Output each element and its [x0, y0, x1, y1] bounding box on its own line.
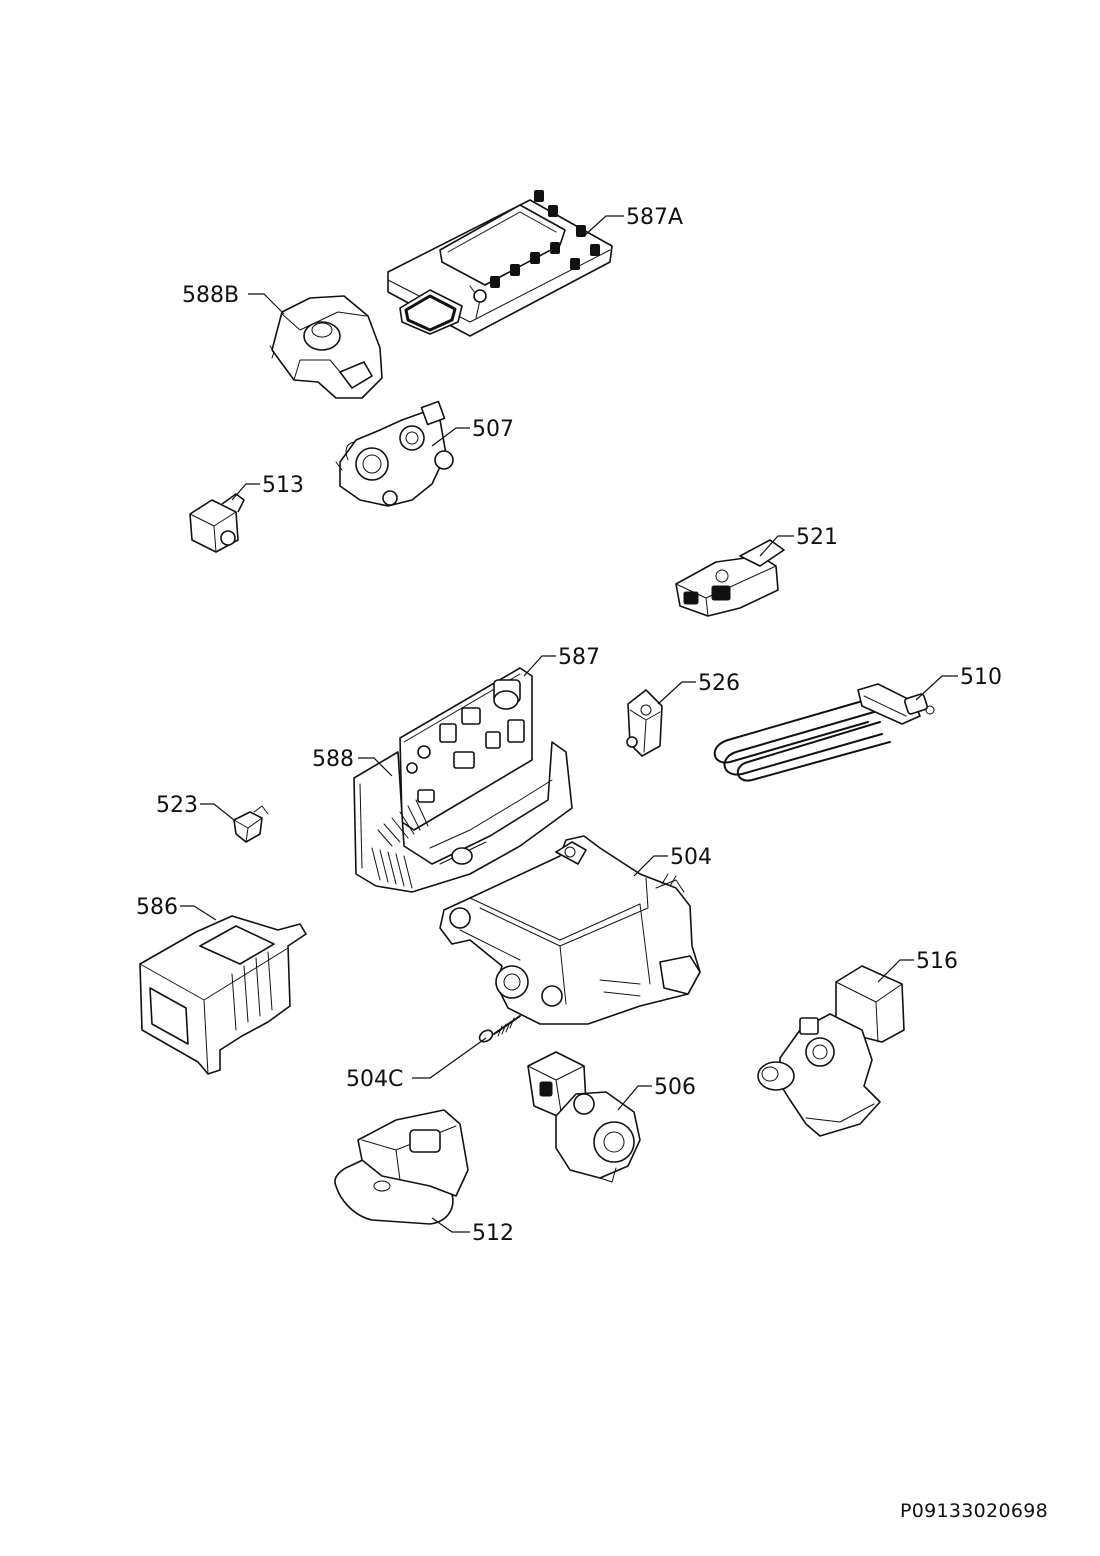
- leader-526: [657, 681, 696, 705]
- part-587A-interface-board: [387, 190, 613, 337]
- leader-512: [431, 1217, 470, 1233]
- part-506-pump: [527, 1051, 641, 1183]
- callout-507: 507: [472, 417, 514, 442]
- leader-513: [231, 483, 260, 501]
- callout-506: 506: [654, 1075, 696, 1100]
- leader-506: [617, 1085, 652, 1111]
- callout-588B: 588B: [182, 283, 239, 308]
- part-521-door-lock: [675, 539, 785, 617]
- leader-587A: [583, 215, 624, 237]
- part-512-filter-cover: [334, 1109, 469, 1225]
- part-516-drain-pump: [757, 965, 905, 1137]
- part-507-inlet-valve: [335, 400, 454, 507]
- callout-510: 510: [960, 665, 1002, 690]
- leader-521: [759, 535, 794, 557]
- callout-504: 504: [670, 845, 712, 870]
- part-523-clip: [233, 805, 269, 843]
- document-id: P09133020698: [899, 1500, 1048, 1522]
- callout-504C: 504C: [346, 1067, 403, 1092]
- leader-lines: [180, 215, 958, 1233]
- callout-labels: 587A 588B 507 513 521 587 526 510 588 52…: [136, 205, 1002, 1246]
- part-504-motor: [439, 835, 701, 1025]
- part-510-heating-element: [713, 683, 935, 782]
- part-587-main-board: [399, 667, 533, 831]
- callout-513: 513: [262, 473, 304, 498]
- callout-516: 516: [916, 949, 958, 974]
- callout-587: 587: [558, 645, 600, 670]
- part-588-board-housing: [353, 741, 573, 893]
- leader-516: [877, 959, 914, 983]
- part-526-bracket: [626, 689, 663, 757]
- leader-504C: [412, 1037, 487, 1079]
- part-513-sensor: [189, 493, 245, 553]
- leader-507: [431, 427, 470, 447]
- leader-523: [200, 803, 235, 821]
- callout-588: 588: [312, 747, 354, 772]
- part-586-filter: [139, 915, 307, 1075]
- leader-510: [915, 675, 958, 701]
- callout-587A: 587A: [626, 205, 683, 230]
- callout-586: 586: [136, 895, 178, 920]
- leader-588: [358, 757, 393, 777]
- leader-504: [633, 855, 668, 877]
- callout-512: 512: [472, 1221, 514, 1246]
- callout-526: 526: [698, 671, 740, 696]
- callout-523: 523: [156, 793, 198, 818]
- part-504C-screw: [478, 1015, 521, 1043]
- callout-521: 521: [796, 525, 838, 550]
- leader-587: [523, 655, 556, 677]
- part-588B-cover: [269, 295, 383, 399]
- leader-586: [180, 905, 217, 921]
- leader-588B: [248, 293, 285, 315]
